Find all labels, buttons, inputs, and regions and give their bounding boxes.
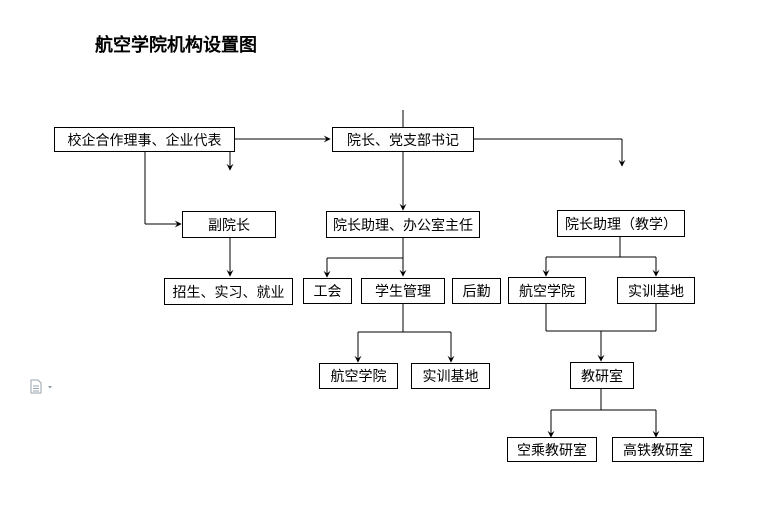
- page-title: 航空学院机构设置图: [95, 35, 257, 56]
- node-teaching-research: 教研室: [570, 362, 634, 389]
- node-training-base-left: 实训基地: [411, 363, 490, 389]
- paste-options-icon[interactable]: [29, 379, 57, 395]
- node-student-mgmt: 学生管理: [361, 278, 445, 304]
- node-union: 工会: [303, 278, 352, 304]
- node-dean-assistant-teaching: 院长助理（教学）: [557, 210, 685, 237]
- node-aviation-school-right: 航空学院: [508, 277, 586, 304]
- node-flight-attendant-tr: 空乘教研室: [507, 437, 597, 462]
- node-logistics: 后勤: [452, 278, 501, 304]
- node-dean: 院长、党支部书记: [332, 127, 474, 152]
- node-dean-assistant-office: 院长助理、办公室主任: [326, 211, 480, 238]
- node-recruitment: 招生、实习、就业: [164, 278, 293, 305]
- node-training-base-right: 实训基地: [617, 277, 695, 304]
- node-high-speed-rail-tr: 高铁教研室: [612, 437, 704, 462]
- node-vice-dean: 副院长: [182, 211, 276, 238]
- node-enterprise-council: 校企合作理事、企业代表: [54, 127, 235, 152]
- node-aviation-school-left: 航空学院: [319, 363, 398, 389]
